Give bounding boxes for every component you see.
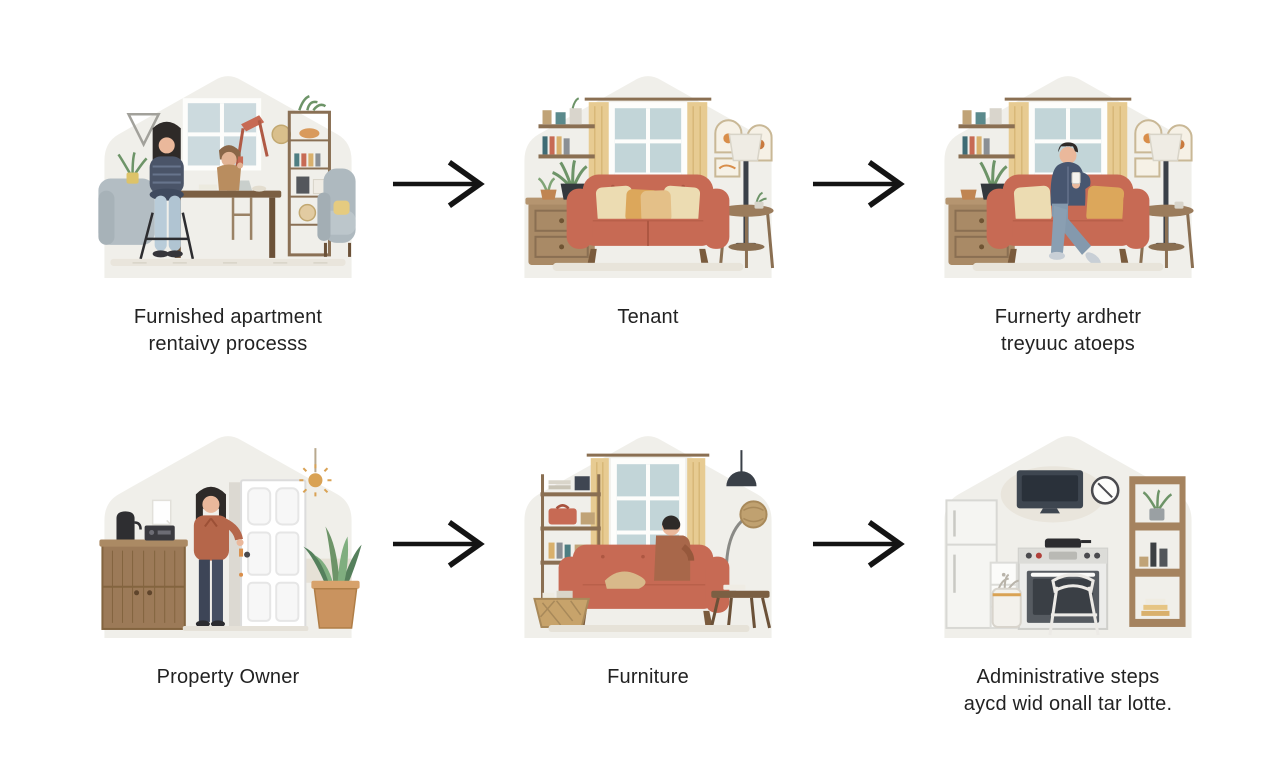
panel-caption-furnerty: Furnerty ardhetr treyuuc atoeps	[994, 306, 1142, 355]
arrow-right-icon	[812, 520, 905, 568]
shelf-unit	[1129, 476, 1186, 627]
tan-blanket	[604, 571, 646, 589]
coral-sofa-room-illustration	[524, 76, 775, 278]
front-door	[239, 479, 307, 630]
kitchen-illustration	[944, 436, 1192, 638]
panel-caption-furniture: Furniture	[607, 666, 689, 688]
arrow-right-icon	[812, 160, 905, 208]
panel-furnerty: Furnerty ardhetr treyuuc atoeps	[928, 62, 1208, 358]
tenant-person	[1048, 142, 1101, 266]
rug	[548, 624, 750, 632]
throw-pillows	[595, 185, 701, 224]
door-knob	[244, 551, 251, 558]
panel-caption-property-owner: Property Owner	[156, 666, 300, 688]
panel-tenant: Tenant	[508, 62, 788, 331]
panel-furniture: Furniture	[508, 422, 788, 691]
floor	[110, 258, 346, 266]
gray-sofa	[98, 178, 155, 245]
flow-arrow-cell-1	[368, 62, 508, 210]
rug	[972, 262, 1164, 271]
row-top: Furnished apartment rentaivy processs	[0, 0, 1280, 358]
thermos	[116, 511, 135, 540]
wire-chair	[1048, 573, 1100, 636]
potted-plant	[117, 152, 148, 184]
person-back-view	[654, 515, 695, 581]
side-table	[718, 191, 775, 269]
snake-plant	[303, 526, 362, 629]
arrow-right-icon	[392, 160, 485, 208]
panel-property-owner: Property Owner	[88, 422, 368, 691]
flow-arrow-cell-2	[788, 62, 928, 210]
wall-clock	[1090, 476, 1120, 505]
coral-sofa	[566, 174, 730, 263]
row-bottom: Property Owner	[0, 358, 1280, 718]
man-on-coral-sofa-illustration	[944, 76, 1195, 278]
property-owner-illustration	[99, 436, 362, 638]
flow-arrow-cell-3	[368, 422, 508, 570]
floor	[182, 625, 309, 631]
wall-note	[151, 499, 172, 526]
panel-administrative-steps: Administrative steps aycd wid onall tar …	[928, 422, 1208, 718]
wall-tv	[1016, 470, 1084, 514]
coffee-table	[709, 584, 772, 629]
woman-sitting	[139, 121, 195, 260]
round-wall-decor	[271, 124, 292, 145]
arc-floor-lamp	[717, 500, 768, 595]
person-at-table	[216, 145, 244, 191]
panel-caption-tenant: Tenant	[617, 306, 679, 328]
utensil-basket	[991, 573, 1022, 628]
flow-arrow-cell-4	[788, 422, 928, 570]
triangle-wall-decor	[126, 112, 161, 148]
living-dining-room-illustration	[98, 76, 356, 278]
panel-furnished-apartment: Furnished apartment rentaivy processs	[88, 62, 368, 358]
gray-armchair	[317, 168, 356, 257]
wicker-basket	[533, 590, 591, 628]
pendant-lamp	[726, 450, 757, 487]
wall-shelves	[958, 108, 1015, 159]
arrow-right-icon	[392, 520, 485, 568]
sun-ornament	[299, 448, 332, 497]
property-owner-person	[193, 486, 244, 628]
rug	[552, 262, 744, 271]
panel-caption-administrative-steps: Administrative steps aycd wid onall tar …	[963, 666, 1173, 715]
panel-caption-furnished-apartment: Furnished apartment rentaivy processs	[133, 306, 323, 355]
shelf-unit	[287, 94, 331, 257]
wood-cabinet	[99, 511, 188, 630]
person-on-sofa-illustration	[524, 436, 772, 638]
wall-shelves	[538, 97, 595, 159]
